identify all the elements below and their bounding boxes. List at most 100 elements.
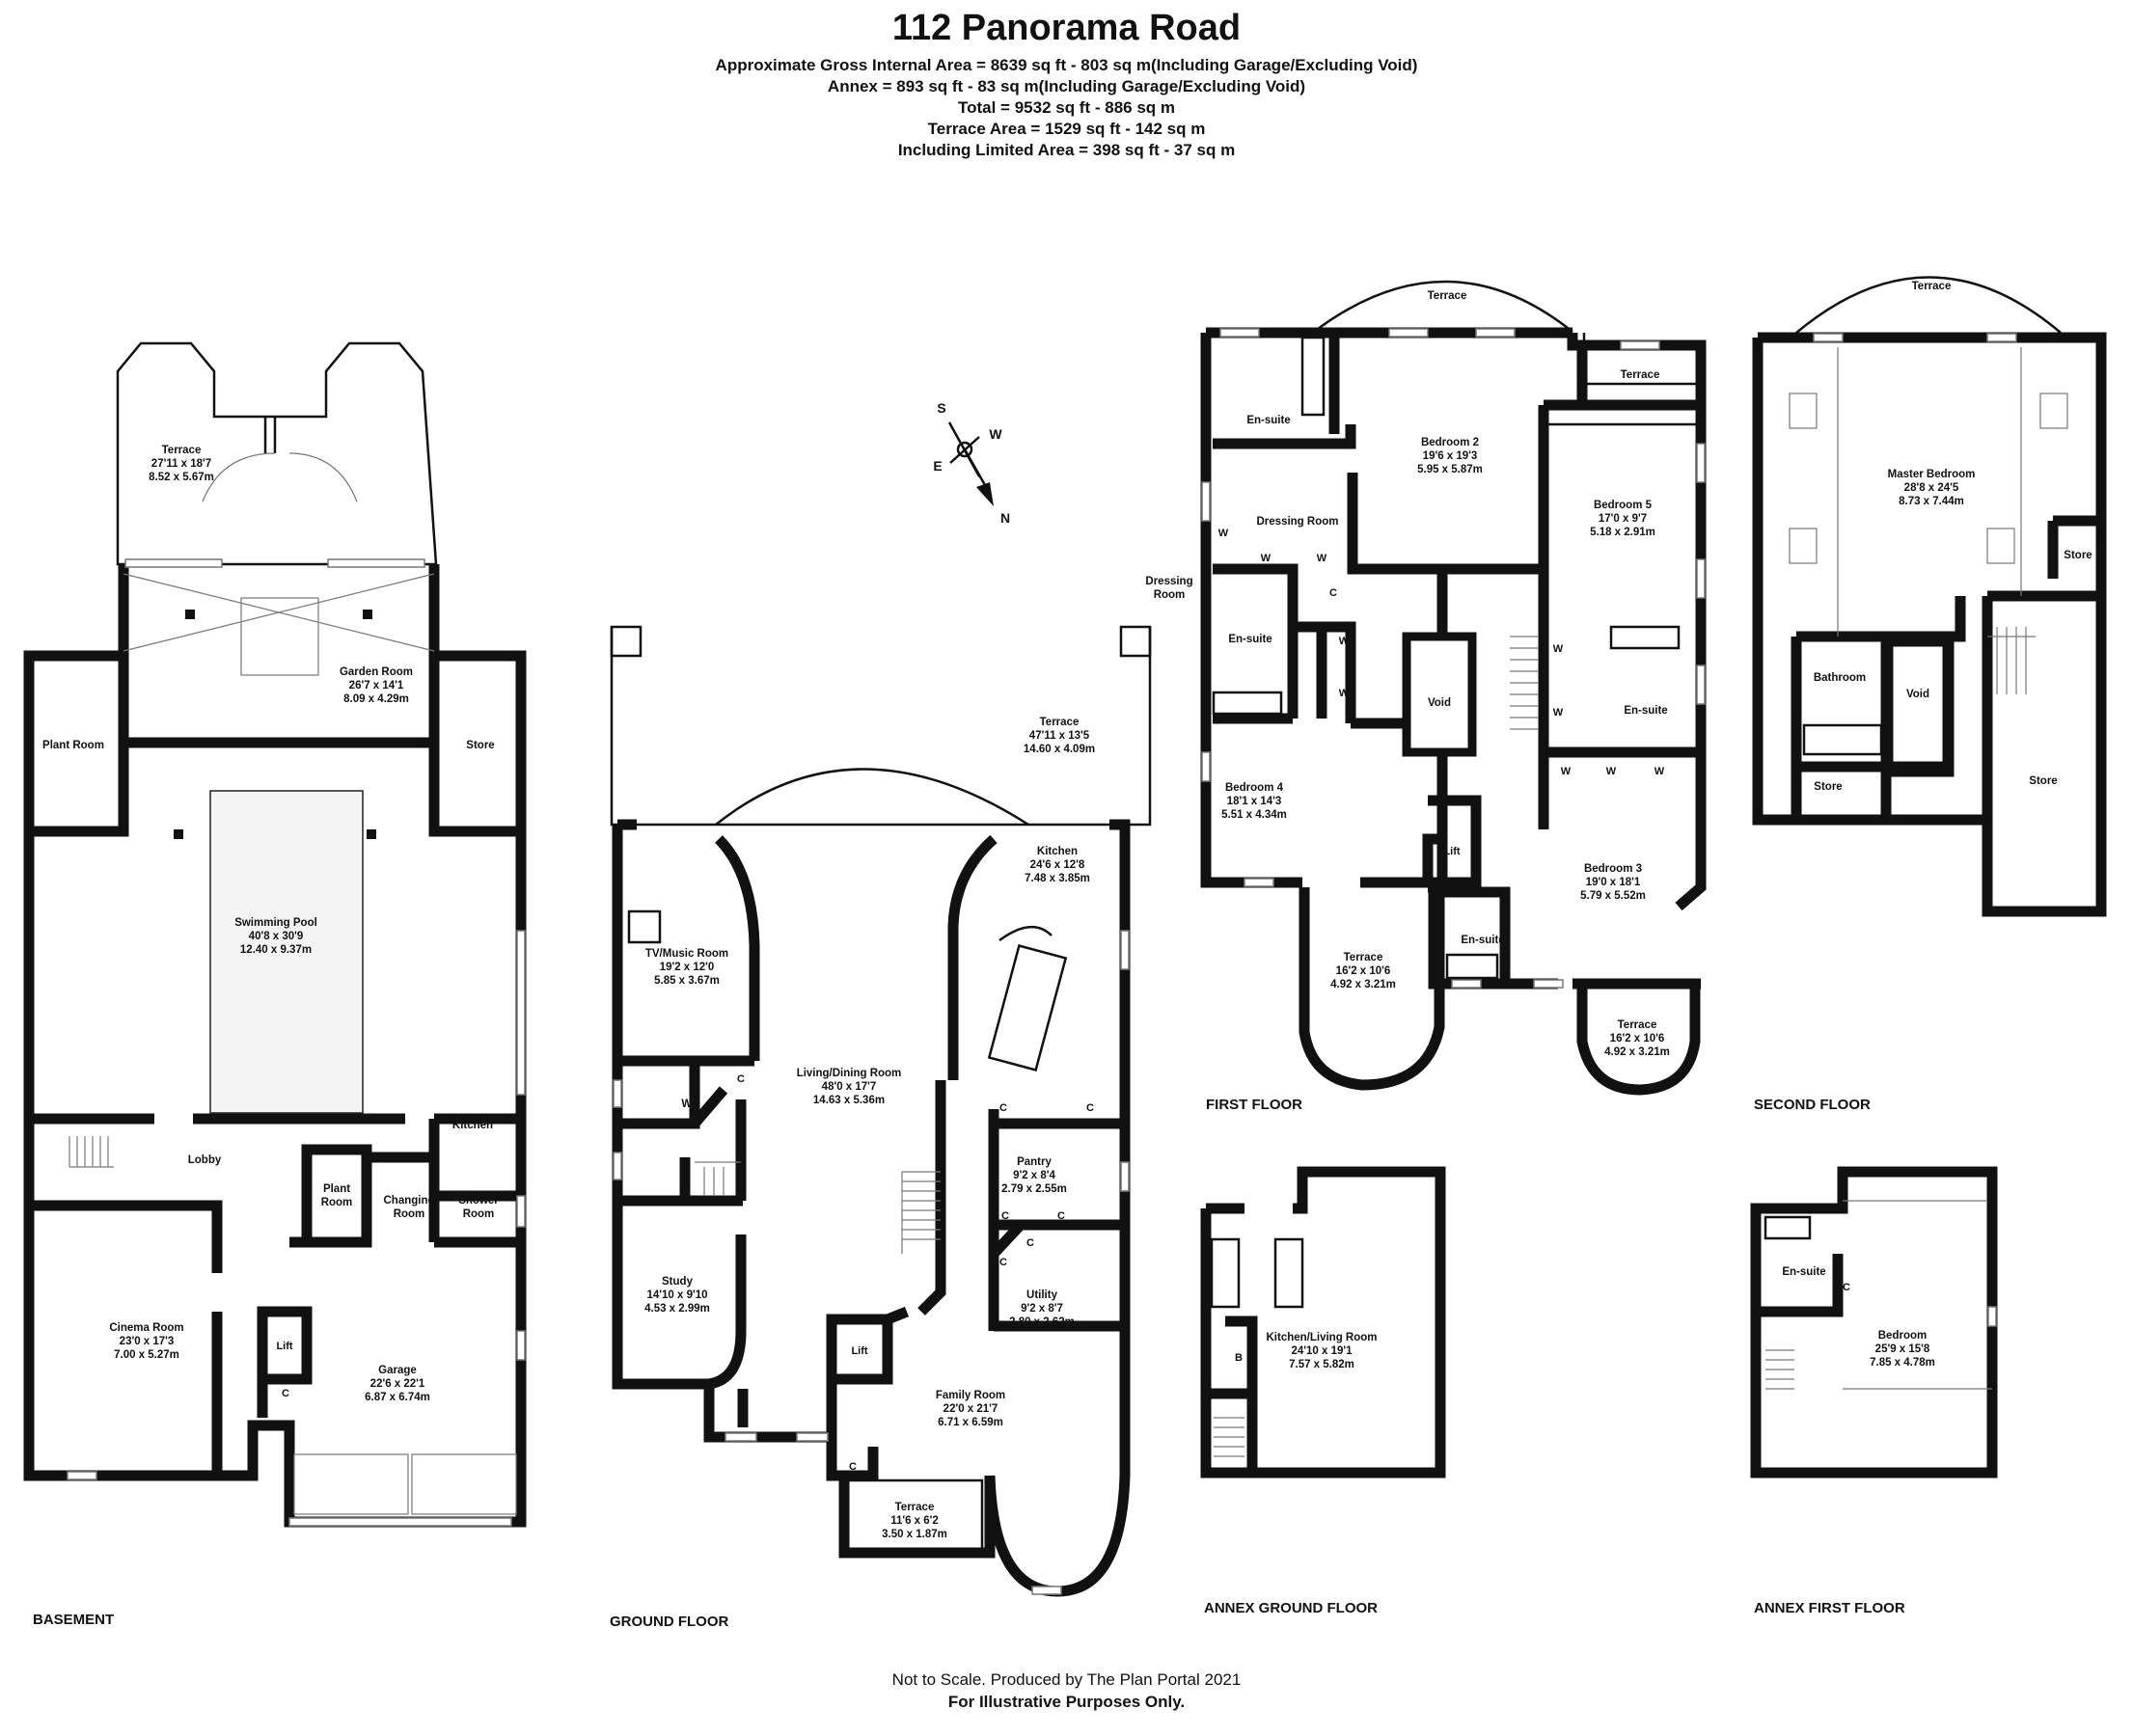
footer-illustrative-note: For Illustrative Purposes Only. — [947, 1693, 1186, 1711]
f-terrace-b-name: Terrace — [1618, 1019, 1657, 1031]
g-c3: C — [1086, 1102, 1094, 1114]
f-bed5-dim1: 17'0 x 9'7 — [1599, 513, 1647, 525]
f-bed5-name: Bedroom 5 — [1594, 500, 1653, 511]
annex-ground-floor-plan — [1200, 1166, 1446, 1478]
b-garage-name: Garage — [378, 1365, 417, 1376]
b-garden-dim1: 26'7 x 14'1 — [349, 680, 404, 692]
f-ensuite1: En-suite — [1246, 415, 1290, 426]
f-bed2-dim2: 5.95 x 5.87m — [1417, 464, 1483, 475]
f-w7: W — [1553, 707, 1564, 719]
area-terrace: Terrace Area = 1529 sq ft - 142 sq m — [927, 120, 1206, 138]
g-pantry-dim2: 2.79 x 2.55m — [1001, 1183, 1067, 1195]
g-study-dim1: 14'10 x 9'10 — [646, 1289, 707, 1301]
f-void: Void — [1428, 697, 1451, 709]
g-living-dim2: 14.63 x 5.36m — [813, 1095, 885, 1106]
b-garage-dim1: 22'6 x 22'1 — [370, 1378, 425, 1390]
compass-rose — [947, 421, 994, 506]
ground-floor-plan — [610, 625, 1152, 1597]
f-w2: W — [1261, 553, 1272, 564]
f-terrace-l-dim1: 16'2 x 10'6 — [1336, 965, 1391, 977]
g-lift-label: Lift — [851, 1345, 867, 1357]
af-bed-name: Bedroom — [1878, 1330, 1927, 1342]
f-dressing2-l2: Room — [1154, 589, 1186, 601]
g-tv-name: TV/Music Room — [645, 948, 728, 960]
footer: Not to Scale. Produced by The Plan Porta… — [0, 1668, 2133, 1713]
b-garden-dim2: 8.09 x 4.29m — [343, 693, 409, 705]
g-tv-dim1: 19'2 x 12'0 — [660, 962, 715, 973]
f-w5: W — [1339, 688, 1350, 699]
g-family-dim1: 22'0 x 21'7 — [943, 1403, 998, 1415]
b-garden-name: Garden Room — [340, 666, 413, 678]
compass-n: N — [1000, 510, 1010, 526]
g-terrace-dim2: 14.60 x 4.09m — [1024, 744, 1095, 755]
f-bed2-dim1: 19'6 x 19'3 — [1423, 450, 1478, 462]
f-bed3-name: Bedroom 3 — [1584, 863, 1642, 875]
floor-label-second: SECOND FLOOR — [1754, 1097, 1871, 1113]
f-bed3-dim1: 19'0 x 18'1 — [1586, 877, 1641, 888]
s-terrace: Terrace — [1912, 281, 1952, 292]
s-store2: Store — [1814, 781, 1842, 793]
g-kitchen-dim2: 7.48 x 3.85m — [1025, 873, 1090, 884]
f-dressing2: Dressing — [1145, 576, 1192, 587]
g-tv-dim2: 5.85 x 3.67m — [654, 975, 720, 987]
g-terrace2-dim1: 11'6 x 6'2 — [890, 1515, 939, 1527]
b-store-name: Store — [466, 740, 494, 751]
b-shower-name2: Room — [463, 1208, 495, 1220]
floor-label-ground: GROUND FLOOR — [610, 1614, 728, 1630]
s-master-name: Master Bedroom — [1888, 469, 1976, 480]
g-kitchen-name: Kitchen — [1037, 846, 1078, 857]
s-store3: Store — [2029, 775, 2057, 787]
f-w9: W — [1606, 766, 1617, 777]
ag-kitchen-name: Kitchen/Living Room — [1267, 1332, 1378, 1343]
area-total: Total = 9532 sq ft - 886 sq m — [957, 98, 1176, 117]
g-c8: C — [849, 1461, 857, 1473]
area-limited: Including Limited Area = 398 sq ft - 37 … — [897, 141, 1236, 159]
g-living-name: Living/Dining Room — [797, 1068, 902, 1079]
b-terrace-dim1: 27'11 x 18'7 — [151, 458, 211, 470]
floor-label-annex-first: ANNEX FIRST FLOOR — [1754, 1600, 1905, 1616]
af-c: C — [1843, 1282, 1850, 1293]
floor-label-annex-ground: ANNEX GROUND FLOOR — [1204, 1600, 1378, 1616]
g-c5: C — [1057, 1210, 1065, 1222]
f-ensuite4: En-suite — [1461, 935, 1504, 946]
area-main: Approximate Gross Internal Area = 8639 s… — [715, 56, 1418, 74]
b-shower-name: Shower — [458, 1195, 499, 1207]
b-cupboard-c: C — [282, 1388, 289, 1399]
compass-e: E — [933, 458, 942, 474]
f-c1: C — [1329, 587, 1337, 599]
f-w1: W — [1218, 528, 1229, 539]
g-family-dim2: 6.71 x 6.59m — [938, 1417, 1003, 1428]
f-bed3-dim2: 5.79 x 5.52m — [1580, 890, 1646, 902]
s-store1: Store — [2064, 550, 2092, 561]
b-pool-dim2: 12.40 x 9.37m — [240, 944, 312, 956]
ag-kitchen-dim2: 7.57 x 5.82m — [1289, 1359, 1354, 1370]
b-terrace-dim2: 8.52 x 5.67m — [149, 472, 214, 483]
compass-s: S — [937, 400, 945, 416]
b-cinema-name: Cinema Room — [109, 1322, 183, 1334]
g-study-name: Study — [662, 1276, 694, 1288]
g-utility-dim2: 2.80 x 2.62m — [1009, 1316, 1075, 1328]
g-c6: C — [999, 1257, 1007, 1268]
g-terrace-name: Terrace — [1040, 717, 1080, 728]
g-utility-name: Utility — [1026, 1289, 1058, 1301]
f-w3: W — [1317, 553, 1327, 564]
s-master-dim2: 8.73 x 7.44m — [1899, 496, 1964, 507]
f-bed5-dim2: 5.18 x 2.91m — [1590, 527, 1655, 538]
f-bed4-name: Bedroom 4 — [1225, 782, 1284, 794]
compass-w: W — [989, 426, 1002, 442]
floor-label-basement: BASEMENT — [33, 1612, 114, 1628]
g-terrace-dim1: 47'11 x 13'5 — [1029, 730, 1090, 742]
first-floor-plan — [1200, 280, 1707, 1096]
f-ensuite2: En-suite — [1228, 634, 1272, 645]
g-c4: C — [1001, 1210, 1009, 1222]
area-annex: Annex = 893 sq ft - 83 sq m(Including Ga… — [827, 77, 1306, 95]
g-terrace2-dim2: 3.50 x 1.87m — [882, 1529, 947, 1540]
second-floor-plan — [1752, 276, 2107, 917]
f-bed4-dim2: 5.51 x 4.34m — [1221, 809, 1287, 821]
b-pool-name: Swimming Pool — [234, 917, 317, 929]
b-plant2-name: Plant — [323, 1183, 350, 1195]
g-c7: C — [1026, 1237, 1034, 1249]
b-kitchen-name: Kitchen — [452, 1120, 493, 1131]
b-plant2-name2: Room — [321, 1197, 353, 1208]
